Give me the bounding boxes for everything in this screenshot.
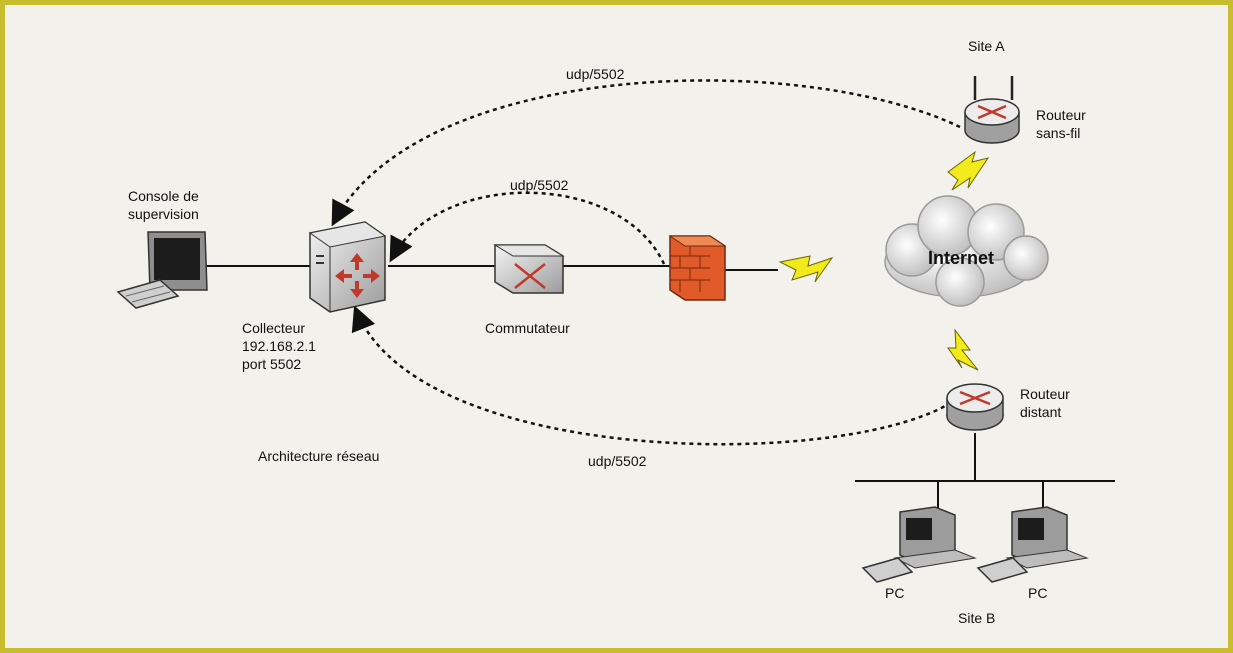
wireless-router-icon <box>965 76 1019 143</box>
pc2-label: PC <box>1028 585 1047 601</box>
console-label-line2: supervision <box>128 206 199 222</box>
wireless-router-label-line1: Routeur <box>1036 107 1086 123</box>
udp-flow-middle-label: udp/5502 <box>510 177 569 193</box>
remote-router-label-line2: distant <box>1020 404 1061 420</box>
udp-flow-top-label: udp/5502 <box>566 66 625 82</box>
pc-icon <box>863 507 975 582</box>
collector-server-icon <box>310 222 385 312</box>
console-label-line1: Console de <box>128 188 199 204</box>
collector-label-line1: Collecteur <box>242 320 305 336</box>
site-b-label: Site B <box>958 610 995 626</box>
diagram-title: Architecture réseau <box>258 448 379 464</box>
udp-flow-top <box>334 80 960 222</box>
collector-label-line2: 192.168.2.1 <box>242 338 316 354</box>
pc1-label: PC <box>885 585 904 601</box>
udp-flow-bottom <box>356 310 958 444</box>
switch-label: Commutateur <box>485 320 570 336</box>
wireless-router-label-line2: sans-fil <box>1036 125 1080 141</box>
udp-flows <box>334 80 960 444</box>
firewall-icon <box>670 236 725 300</box>
udp-flow-bottom-label: udp/5502 <box>588 453 647 469</box>
collector-label-line3: port 5502 <box>242 356 301 372</box>
internet-label: Internet <box>928 248 994 268</box>
console-computer-icon <box>118 232 207 308</box>
remote-router-label-line1: Routeur <box>1020 386 1070 402</box>
remote-router-icon <box>947 384 1003 430</box>
switch-icon <box>495 245 563 293</box>
site-a-label: Site A <box>968 38 1005 54</box>
pc-icon <box>978 507 1087 582</box>
